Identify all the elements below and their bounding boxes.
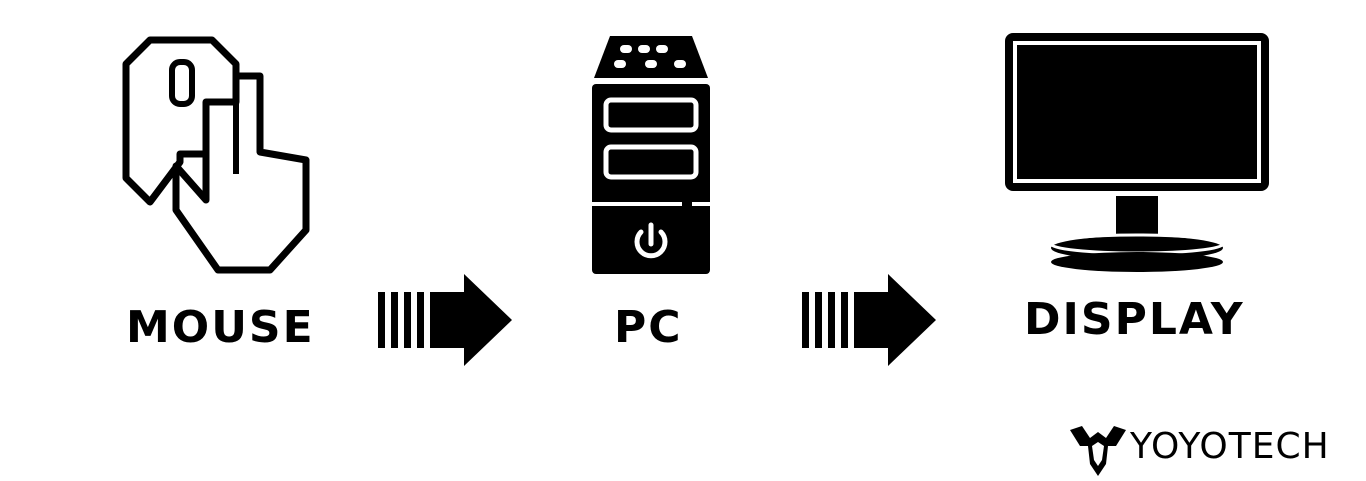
mouse-hand-icon — [122, 36, 310, 274]
striped-arrow-right-icon — [802, 274, 936, 366]
node-label-mouse: MOUSE — [126, 302, 315, 353]
striped-arrow-right-icon — [378, 274, 512, 366]
yoyotech-logo-icon — [1070, 426, 1126, 476]
node-label-display: DISPLAY — [1024, 294, 1245, 345]
brand-name: YOYOTECH — [1130, 426, 1330, 467]
node-label-pc: PC — [614, 302, 683, 353]
monitor-icon — [1005, 33, 1269, 272]
pc-tower-icon — [592, 36, 710, 274]
